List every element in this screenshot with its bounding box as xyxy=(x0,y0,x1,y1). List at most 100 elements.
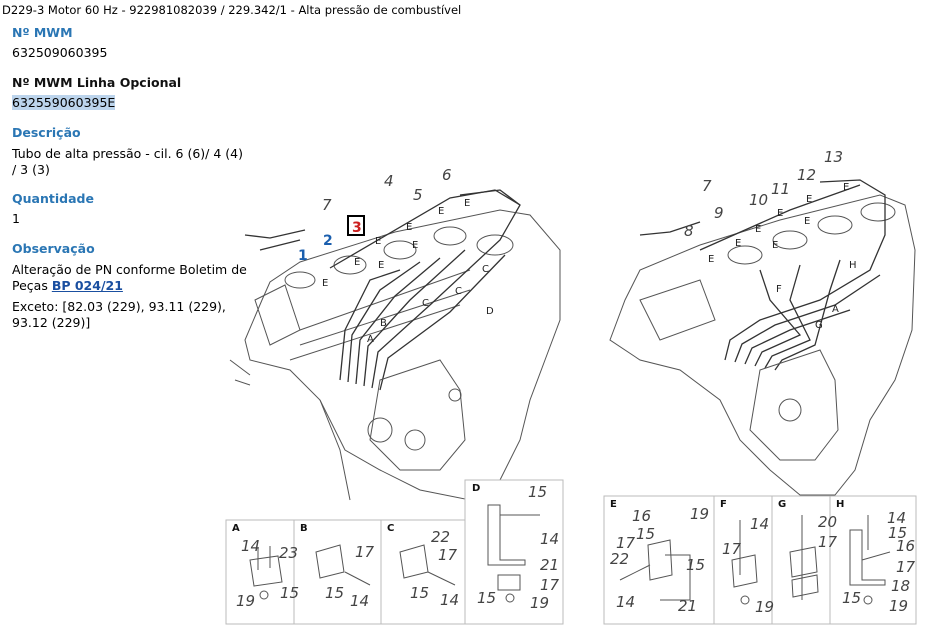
label-num: 15 xyxy=(842,589,861,607)
label-num: 14 xyxy=(750,515,769,533)
label-num: 7 xyxy=(702,177,712,195)
detail-g-title: G xyxy=(778,499,786,510)
left-engine-drawing xyxy=(229,189,561,501)
label-num: 17 xyxy=(896,558,916,576)
label-num: 15 xyxy=(477,589,496,607)
label-num: 15 xyxy=(528,483,547,501)
optional-line-selected-text[interactable]: 632559060395E xyxy=(12,95,116,110)
detail-c-box xyxy=(380,519,466,625)
label-num: 16 xyxy=(632,507,651,525)
label-letter: F xyxy=(776,284,782,295)
label-num: 19 xyxy=(530,594,549,612)
label-num: 22 xyxy=(431,528,450,546)
label-letter: E xyxy=(354,257,360,268)
label-num: 22 xyxy=(610,550,629,568)
optional-line-label: Nº MWM Linha Opcional xyxy=(12,75,182,90)
label-num: 7 xyxy=(322,196,332,214)
label-num: 17 xyxy=(438,546,458,564)
detail-b-title: B xyxy=(300,523,308,534)
observation-label: Observação xyxy=(12,241,95,256)
detail-d: D 15 14 21 17 15 19 xyxy=(472,483,560,612)
label-num: 18 xyxy=(891,577,910,595)
label-num: 19 xyxy=(755,598,774,616)
label-num: 11 xyxy=(771,180,790,198)
detail-e-title: E xyxy=(610,499,617,510)
label-num: 15 xyxy=(686,556,705,574)
label-letter: D xyxy=(486,306,494,317)
label-num: 15 xyxy=(280,584,299,602)
label-letter: B xyxy=(380,318,387,329)
label-letter: E xyxy=(735,238,741,249)
label-num: 14 xyxy=(241,537,260,555)
detail-g: G 20 17 xyxy=(778,499,838,600)
optional-line-value[interactable]: 632559060395E xyxy=(12,95,248,111)
label-num: 19 xyxy=(690,505,709,523)
detail-b: B 17 15 14 xyxy=(300,523,375,610)
detail-e: E 16 19 15 17 22 15 14 21 xyxy=(610,499,709,615)
label-num: 8 xyxy=(684,222,694,240)
detail-f: F 14 17 19 xyxy=(720,499,774,616)
label-num: 23 xyxy=(279,544,298,562)
label-num: 14 xyxy=(887,509,906,527)
label-letter: E xyxy=(755,224,761,235)
label-letter: E xyxy=(804,216,810,227)
callout-3-box[interactable] xyxy=(347,215,365,236)
label-letter: E xyxy=(378,260,384,271)
label-num: 14 xyxy=(616,593,635,611)
left-engine-labels: 7 4 5 6 E E E E E E E E C C C B A D 1 2 … xyxy=(298,166,494,345)
label-num: 19 xyxy=(889,597,908,615)
label-letter: C xyxy=(482,264,489,275)
detail-c: C 22 17 15 14 xyxy=(387,523,459,609)
detail-h: H 14 15 16 17 18 15 19 xyxy=(836,499,916,615)
label-num: 20 xyxy=(818,513,837,531)
quantity-value: 1 xyxy=(12,211,20,226)
label-num: 19 xyxy=(236,592,255,610)
label-num: 17 xyxy=(355,543,375,561)
label-num: 10 xyxy=(749,191,768,209)
callout-1[interactable]: 1 xyxy=(298,248,308,264)
label-num: 15 xyxy=(410,584,429,602)
label-letter: E xyxy=(708,254,714,265)
label-num: 21 xyxy=(540,556,559,574)
callout-3[interactable]: 3 xyxy=(352,220,362,236)
label-num: 6 xyxy=(442,166,452,184)
detail-a: A 14 23 19 15 xyxy=(232,523,299,610)
label-num: 15 xyxy=(888,524,907,542)
label-letter: A xyxy=(367,334,374,345)
label-letter: E xyxy=(412,240,418,251)
observation-exceptions: Exceto: [82.03 (229), 93.11 (229), 93.12… xyxy=(12,299,226,330)
bulletin-link[interactable]: BP 024/21 xyxy=(51,278,123,293)
breadcrumb: D229-3 Motor 60 Hz - 922981082039 / 229.… xyxy=(2,3,462,17)
label-num: 16 xyxy=(896,537,915,555)
label-letter: E xyxy=(777,208,783,219)
detail-c-title: C xyxy=(387,523,394,534)
label-num: 15 xyxy=(636,525,655,543)
description-label: Descrição xyxy=(12,125,81,140)
detail-f-box xyxy=(713,495,773,625)
label-num: 5 xyxy=(413,186,423,204)
label-letter: G xyxy=(815,320,823,331)
detail-b-box xyxy=(293,519,382,625)
label-num: 17 xyxy=(818,533,838,551)
detail-a-title: A xyxy=(232,523,240,534)
label-letter: E xyxy=(438,206,444,217)
label-letter: A xyxy=(832,304,839,315)
right-engine-labels: 13 12 11 10 7 9 8 E E E E E E E E H F G … xyxy=(684,148,857,331)
label-letter: E xyxy=(406,222,412,233)
label-num: 15 xyxy=(325,584,344,602)
detail-f-title: F xyxy=(720,499,727,510)
detail-h-box xyxy=(829,495,917,625)
label-num: 12 xyxy=(797,166,816,184)
mwm-number-value: 632509060395 xyxy=(12,45,108,60)
label-letter: H xyxy=(849,260,857,271)
observation-body: Alteração de PN conforme Boletim de Peça… xyxy=(12,262,247,293)
label-letter: E xyxy=(464,198,470,209)
label-letter: E xyxy=(322,278,328,289)
label-letter: C xyxy=(422,298,429,309)
description-value: Tubo de alta pressão - cil. 6 (6)/ 4 (4)… xyxy=(12,146,243,177)
callout-2[interactable]: 2 xyxy=(323,233,333,249)
right-engine-drawing xyxy=(609,179,916,496)
detail-h-title: H xyxy=(836,499,844,510)
label-letter: E xyxy=(843,182,849,193)
label-letter: E xyxy=(772,240,778,251)
